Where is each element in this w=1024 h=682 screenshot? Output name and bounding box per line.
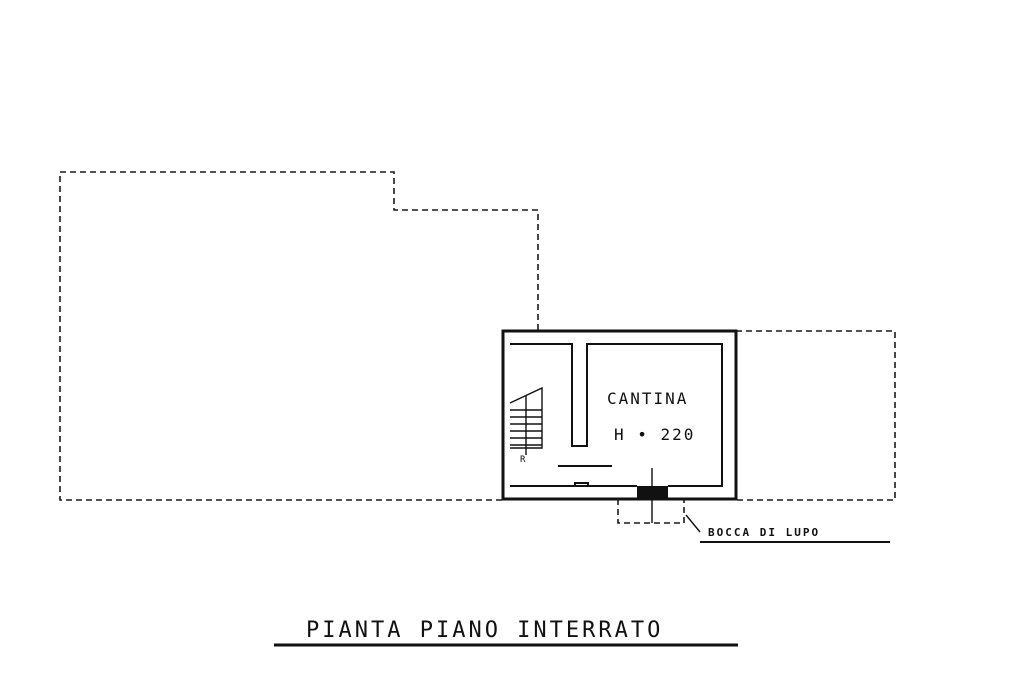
upper-floor-outline-left xyxy=(59,171,539,501)
staircase: R xyxy=(509,386,543,465)
light-well-window xyxy=(617,468,701,533)
basement-outer-wall xyxy=(501,329,738,501)
upper-floor-outline-right xyxy=(736,330,896,501)
light-well-label: BOCCA DI LUPO xyxy=(708,526,820,539)
room-name-label: CANTINA xyxy=(607,389,688,408)
basement-inner-wall xyxy=(510,343,723,487)
stair-mark-label: R xyxy=(520,455,526,465)
plan-title: PIANTA PIANO INTERRATO xyxy=(306,618,663,643)
room-height-label: H • 220 xyxy=(614,425,695,444)
